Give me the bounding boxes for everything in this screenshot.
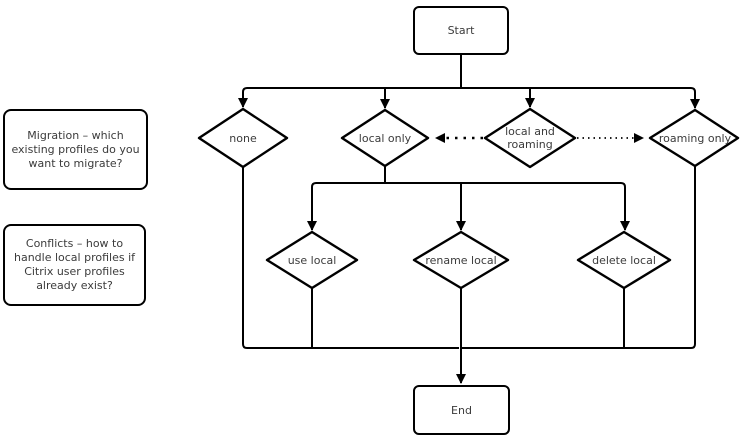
connector-branch1-to-roaming-only	[461, 87, 700, 109]
decision-roaming-only-shape	[648, 108, 740, 168]
conflicts-note: Conflicts – how to handle local profiles…	[3, 224, 146, 306]
connector-none-to-merge	[242, 167, 459, 349]
start-node: Start	[413, 6, 509, 55]
decision-rename-local-label: rename local	[425, 253, 497, 267]
decision-local-and-roaming-label: local and roaming	[505, 125, 555, 151]
decision-rename-local-shape	[412, 230, 510, 290]
decision-local-and-roaming-shape	[483, 107, 577, 169]
decision-roaming-only-label: roaming only	[658, 131, 732, 145]
decision-use-local-shape	[265, 230, 359, 290]
decision-delete-local-label: delete local	[592, 253, 656, 267]
decision-delete-local-shape	[576, 230, 672, 290]
decision-local-only-shape	[340, 108, 430, 168]
connector-branch2-to-delete-local	[385, 182, 630, 231]
decision-none-shape	[197, 107, 289, 169]
end-node: End	[413, 385, 510, 435]
decision-use-local-label: use local	[287, 253, 337, 267]
migration-note: Migration – which existing profiles do y…	[3, 109, 148, 190]
connector-roaming-only-to-merge	[461, 166, 696, 349]
connector-branch1-to-none	[238, 87, 461, 108]
connector-branch2-to-use-local	[307, 182, 385, 231]
decision-none-label: none	[229, 131, 257, 145]
decision-local-only-label: local only	[358, 131, 412, 145]
